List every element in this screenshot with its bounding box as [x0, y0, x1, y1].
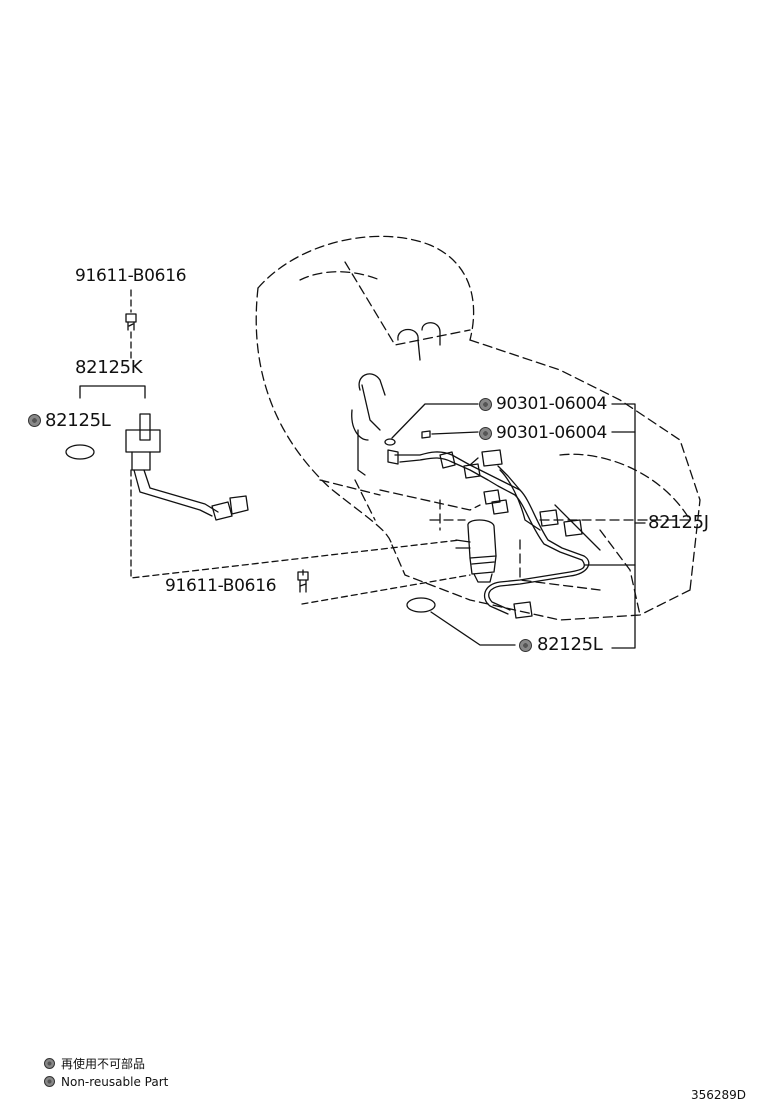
non-reusable-mark-icon	[28, 414, 41, 427]
part-label-oring-bottom: 82125L	[537, 634, 603, 655]
illustration-id: 356289D	[690, 1088, 746, 1102]
oring-bottom-icon	[406, 597, 436, 613]
leader-lines	[391, 403, 646, 649]
speed-sensor-icon	[125, 413, 249, 521]
legend-japanese: 再使用不可部品	[44, 1055, 145, 1072]
wire-harness-icon	[387, 449, 601, 619]
bolt-lower-icon	[297, 571, 309, 593]
bracket-82125k	[79, 385, 146, 399]
legend-japanese-text: 再使用不可部品	[61, 1057, 146, 1071]
legend-english: Non-reusable Part	[44, 1075, 168, 1089]
part-label-bolt-upper: 91611-B0616	[75, 266, 187, 286]
valve-body	[351, 322, 441, 476]
part-label-bolt-lower: 91611-B0616	[165, 576, 277, 596]
clip-a-icon	[384, 438, 396, 446]
clip-b-icon	[421, 430, 431, 439]
non-reusable-mark-icon	[519, 639, 532, 652]
non-reusable-mark-icon	[479, 427, 492, 440]
oring-left-icon	[65, 444, 95, 460]
non-reusable-mark-icon	[479, 398, 492, 411]
part-label-oring-left: 82125L	[45, 410, 111, 431]
non-reusable-mark-icon	[44, 1058, 55, 1069]
non-reusable-mark-icon	[44, 1076, 55, 1087]
part-label-clip-b: 90301-06004	[496, 423, 607, 443]
legend-english-text: Non-reusable Part	[61, 1075, 169, 1089]
transmission-housing	[255, 235, 701, 621]
bolt-upper-icon	[125, 313, 137, 331]
part-label-sensor-k: 82125K	[75, 357, 143, 378]
part-label-harness-j: 82125J	[648, 512, 709, 533]
part-label-clip-a: 90301-06004	[496, 394, 607, 414]
